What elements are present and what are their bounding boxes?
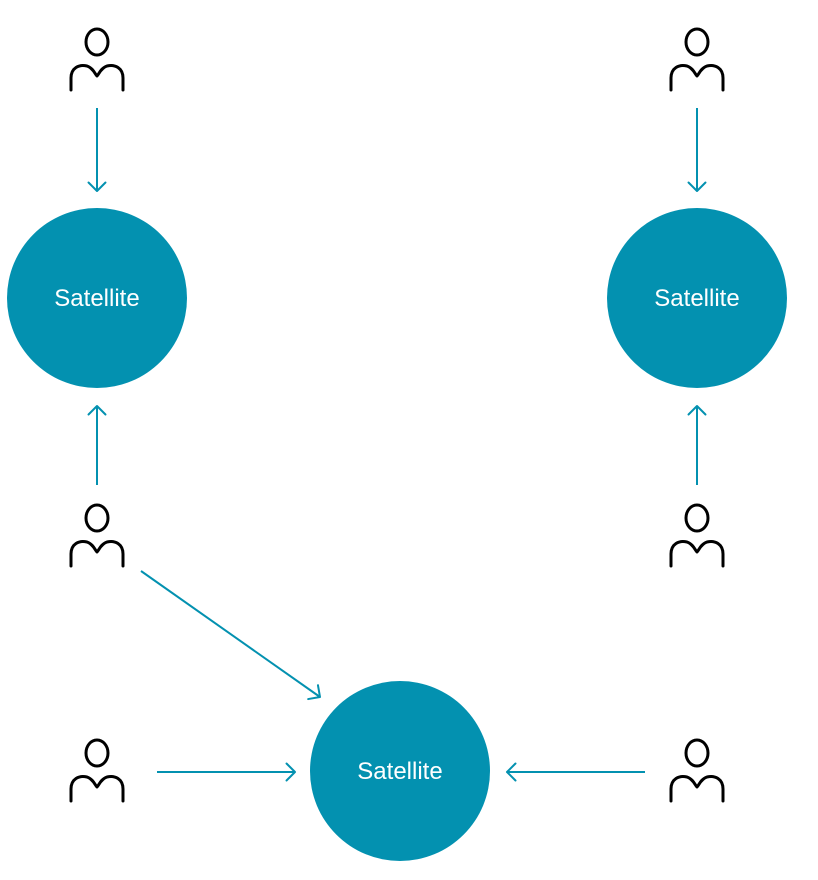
arrowhead [687,181,707,192]
arrow-person-mid-left-to-satellite-top-left [87,405,107,485]
person-head [684,27,710,57]
satellite-top-left: Satellite [7,208,187,388]
person-icon [669,503,725,568]
person-shoulders [69,540,125,568]
arrow-person-mid-left-to-satellite-bottom-center [140,570,321,701]
arrowhead [285,762,296,782]
arrowhead [687,405,707,416]
arrowhead [87,181,107,192]
person-icon [69,503,125,568]
person-head [684,738,710,768]
person-head [84,503,110,533]
arrow-line [140,570,321,698]
person-shoulders [669,775,725,803]
arrow-person-top-right-to-satellite-top-right [687,108,707,192]
satellite-node-circle [7,208,187,388]
arrow-person-mid-right-to-satellite-top-right [687,405,707,485]
arrowhead [506,762,517,782]
person-icon [69,738,125,803]
person-shoulders [669,64,725,92]
person-shoulders [69,64,125,92]
edges-layer [87,108,707,782]
person-shoulders [669,540,725,568]
arrow-person-top-left-to-satellite-top-left [87,108,107,192]
person-head [84,738,110,768]
people-layer [69,27,725,803]
person-head [84,27,110,57]
arrowhead [307,684,321,701]
satellite-label: Satellite [654,285,739,312]
person-icon [669,738,725,803]
satellite-node-circle [310,681,490,861]
arrowhead [87,405,107,416]
satellite-bottom-center: Satellite [310,681,490,861]
arrow-person-bottom-right-to-satellite-bottom-center [506,762,645,782]
person-shoulders [69,775,125,803]
arrow-person-bottom-left-to-satellite-bottom-center [157,762,296,782]
satellite-label: Satellite [54,285,139,312]
person-icon [69,27,125,92]
satellite-node-circle [607,208,787,388]
person-icon [669,27,725,92]
satellite-top-right: Satellite [607,208,787,388]
satellite-label: Satellite [357,758,442,785]
person-head [684,503,710,533]
